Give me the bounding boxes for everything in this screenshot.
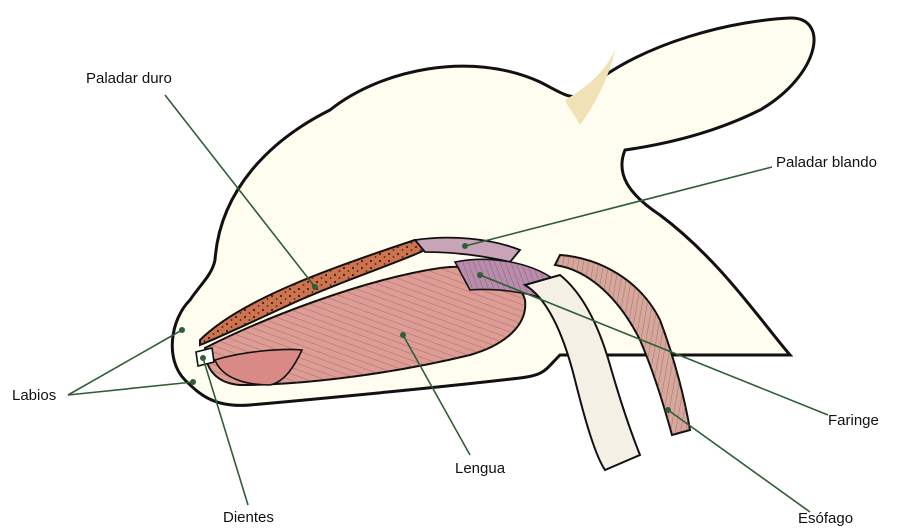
label-faringe: Faringe	[828, 412, 879, 429]
leader-esofago	[668, 410, 810, 512]
label-esofago: Esófago	[798, 510, 853, 527]
label-paladar-blando: Paladar blando	[776, 154, 877, 171]
label-lengua: Lengua	[455, 460, 506, 477]
label-paladar-duro: Paladar duro	[86, 70, 172, 87]
label-dientes: Dientes	[223, 509, 274, 526]
label-labios: Labios	[12, 387, 56, 404]
